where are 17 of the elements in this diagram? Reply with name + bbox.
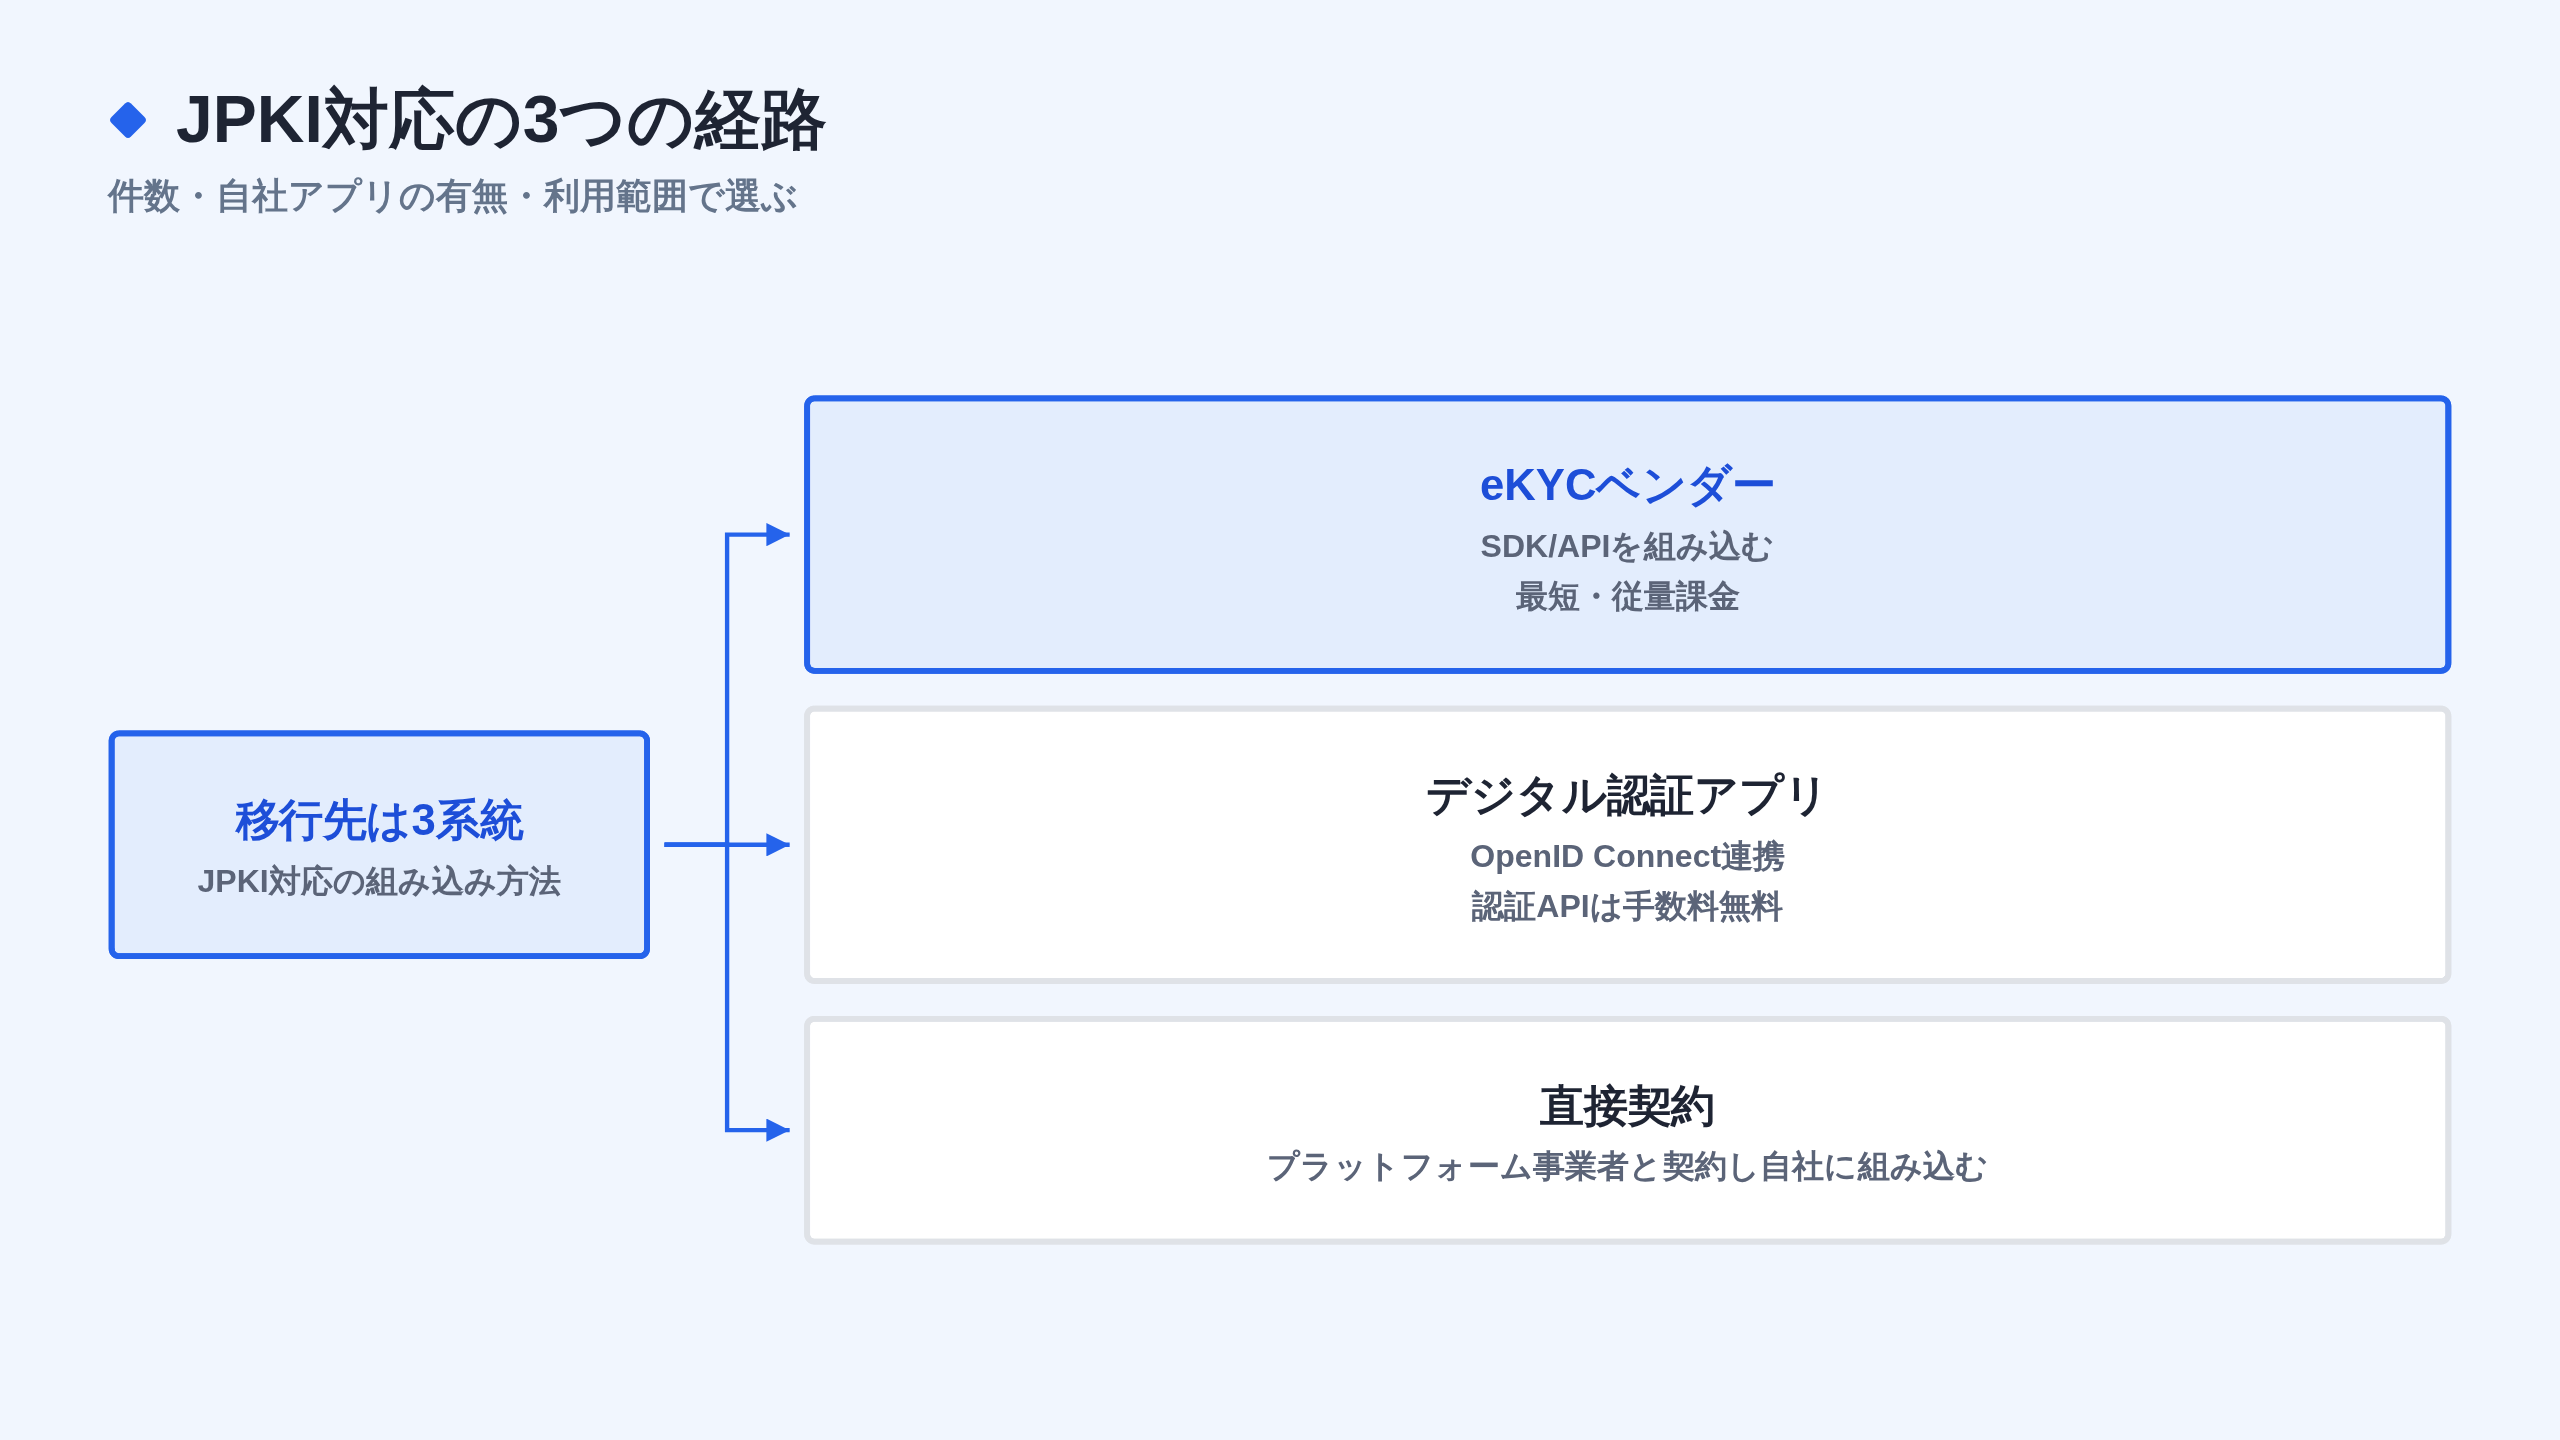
node-text: SDK/APIを組み込む xyxy=(1480,527,1775,565)
node-text: 認証APIは手数料無料 xyxy=(1472,887,1784,925)
arrow xyxy=(664,842,790,1142)
process-box xyxy=(804,395,2452,674)
node-title: デジタル認証アプリ xyxy=(1426,771,1830,820)
subtitle: 件数・自社アプリの有無・利用範囲で選ぶ xyxy=(108,174,799,219)
page-title: JPKI対応の3つの経路 xyxy=(176,81,828,158)
process-box xyxy=(804,705,2452,984)
node-text: JPKI対応の組み込み方法 xyxy=(197,862,562,900)
node-text: 最短・従量課金 xyxy=(1515,577,1740,614)
node-title: eKYCベンダー xyxy=(1480,461,1776,509)
node-title: 移行先は3系統 xyxy=(235,796,524,844)
process-box xyxy=(108,730,650,960)
process-box xyxy=(804,1015,2452,1245)
node-title: 直接契約 xyxy=(1540,1081,1716,1130)
node-text: プラットフォーム事業者と契約し自社に組み込む xyxy=(1266,1148,1989,1185)
node-text: OpenID Connect連携 xyxy=(1470,838,1786,875)
